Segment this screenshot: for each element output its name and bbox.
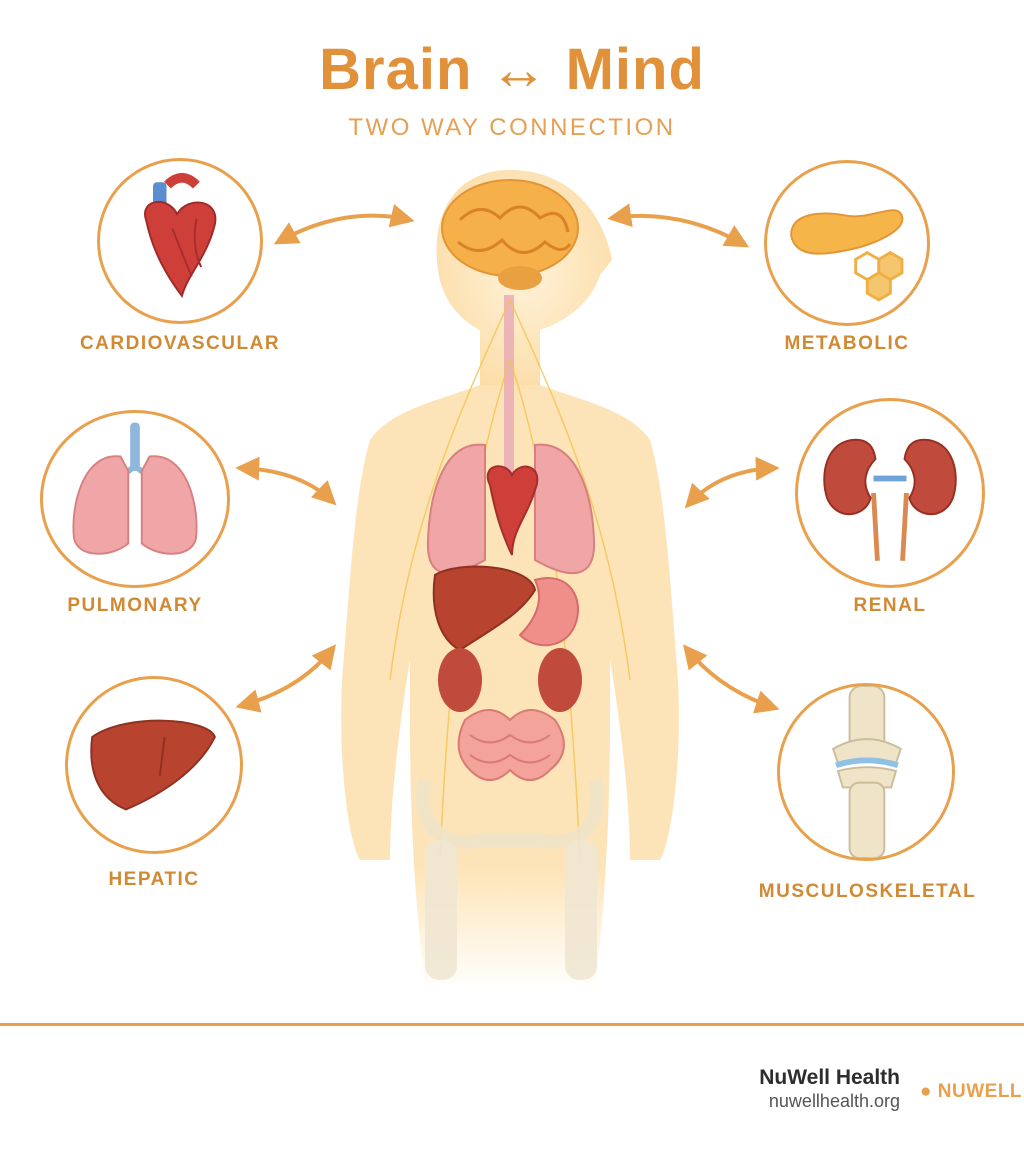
- musculoskeletal-circle: [777, 683, 955, 861]
- liver-icon: [432, 565, 537, 652]
- kidneys-icon: [823, 438, 957, 561]
- label-cardiovascular: CARDIOVASCULAR: [79, 333, 281, 354]
- stomach-icon: [518, 577, 580, 647]
- heart-icon: [486, 465, 539, 556]
- label-renal: RENAL: [853, 595, 927, 616]
- page-subtitle: TWO WAY CONNECTION: [348, 114, 676, 141]
- brain-icon: [441, 179, 579, 277]
- liver-icon: [90, 719, 216, 811]
- renal-circle: [795, 398, 985, 588]
- pelvis-icon: [415, 778, 605, 849]
- intestines-icon: [457, 709, 565, 781]
- kidney-right-icon: [538, 648, 582, 712]
- label-musculoskeletal: MUSCULOSKELETAL: [758, 881, 977, 902]
- brand-url: nuwellhealth.org: [768, 1091, 900, 1111]
- pulmonary-circle: [40, 410, 230, 588]
- label-pulmonary: PULMONARY: [67, 595, 203, 616]
- brand-logo: ● NUWELL: [920, 1081, 1022, 1103]
- metabolic-circle: [764, 160, 930, 326]
- lungs-icon: [72, 422, 198, 555]
- label-metabolic: METABOLIC: [784, 333, 910, 354]
- arrow-musculoskeletal: [682, 644, 780, 714]
- brand-name: NuWell Health: [759, 1066, 900, 1089]
- arrow-hepatic: [235, 644, 336, 713]
- page-title: Brain ↔ Mind: [319, 37, 705, 102]
- logo-flame-icon: ●: [920, 1081, 932, 1102]
- cardiovascular-circle: [97, 158, 263, 324]
- knee-joint-icon: [831, 686, 902, 858]
- logo-text: NUWELL: [937, 1081, 1023, 1102]
- human-body-illustration: [330, 160, 690, 990]
- label-hepatic: HEPATIC: [108, 869, 200, 890]
- arrow-renal: [684, 456, 780, 509]
- heart-icon: [144, 173, 217, 299]
- pancreas-icon: [790, 209, 904, 302]
- hepatic-circle: [65, 676, 243, 854]
- kidney-left-icon: [438, 648, 482, 712]
- arrow-pulmonary: [235, 456, 337, 506]
- footer-divider: [0, 1023, 1024, 1026]
